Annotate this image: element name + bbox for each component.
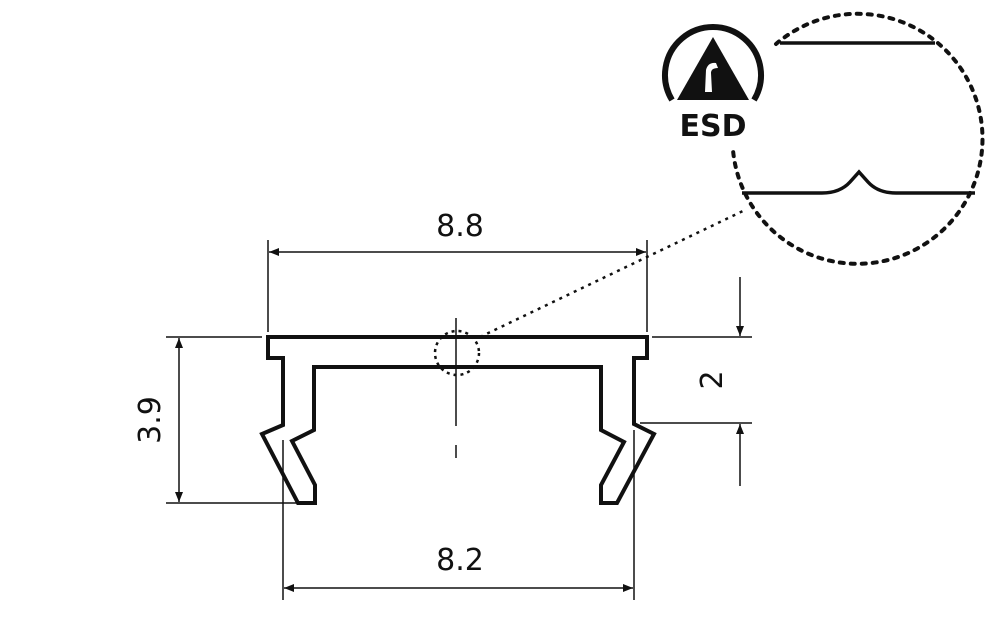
dimension-lip-height: 2 xyxy=(640,277,752,486)
profile-cross-section xyxy=(259,335,657,505)
bottom-width-value: 8.2 xyxy=(436,543,484,578)
dimension-height: 3.9 xyxy=(133,336,300,504)
height-value: 3.9 xyxy=(133,396,168,444)
lip-height-value: 2 xyxy=(695,370,730,389)
esd-label: ESD xyxy=(679,109,746,144)
esd-logo: ESD xyxy=(662,24,764,144)
top-width-value: 8.8 xyxy=(436,209,484,244)
detail-leader-line xyxy=(479,208,746,339)
detail-marker-circle xyxy=(433,329,481,377)
detail-view-circle xyxy=(731,11,985,266)
dimension-top-width: 8.8 xyxy=(267,209,648,332)
dimension-bottom-width: 8.2 xyxy=(282,430,635,600)
detail-bottom-surface-with-ridge xyxy=(742,169,975,195)
